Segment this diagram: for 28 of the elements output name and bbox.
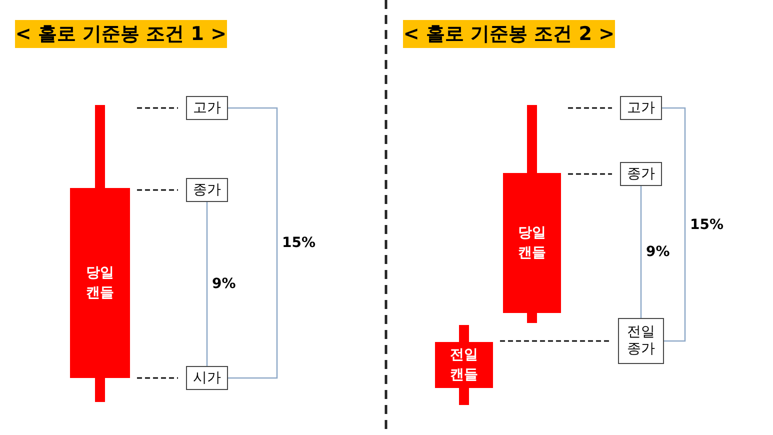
price-label: 전일 종가 [618,318,664,364]
leader-line [568,173,612,175]
candle-label: 당일 캔들 [85,264,115,303]
heading-banner: < 홀로 기준봉 조건 1 > [15,20,227,48]
candle-label: 당일 캔들 [517,224,547,263]
leader-line [568,107,612,109]
range-bracket [662,107,686,342]
candlestick [435,325,493,405]
candlestick [503,105,561,323]
edge-label: 9% [646,244,670,260]
leader-line [137,377,178,379]
range-bracket [206,202,208,366]
price-label: 종가 [186,178,228,202]
edge-label: 9% [212,276,236,292]
heading-banner: < 홀로 기준봉 조건 2 > [403,20,615,48]
candlestick [70,105,130,402]
edge-label: 15% [282,235,316,251]
leader-line [137,189,178,191]
edge-label: 15% [690,216,724,232]
price-label: 고가 [620,96,662,120]
leader-line [500,340,610,342]
leader-line [137,107,178,109]
range-bracket [640,186,642,318]
price-label: 종가 [620,162,662,186]
range-bracket [228,107,278,379]
price-label: 시가 [186,366,228,390]
price-label: 고가 [186,96,228,120]
candle-label: 전일 캔들 [449,346,479,385]
